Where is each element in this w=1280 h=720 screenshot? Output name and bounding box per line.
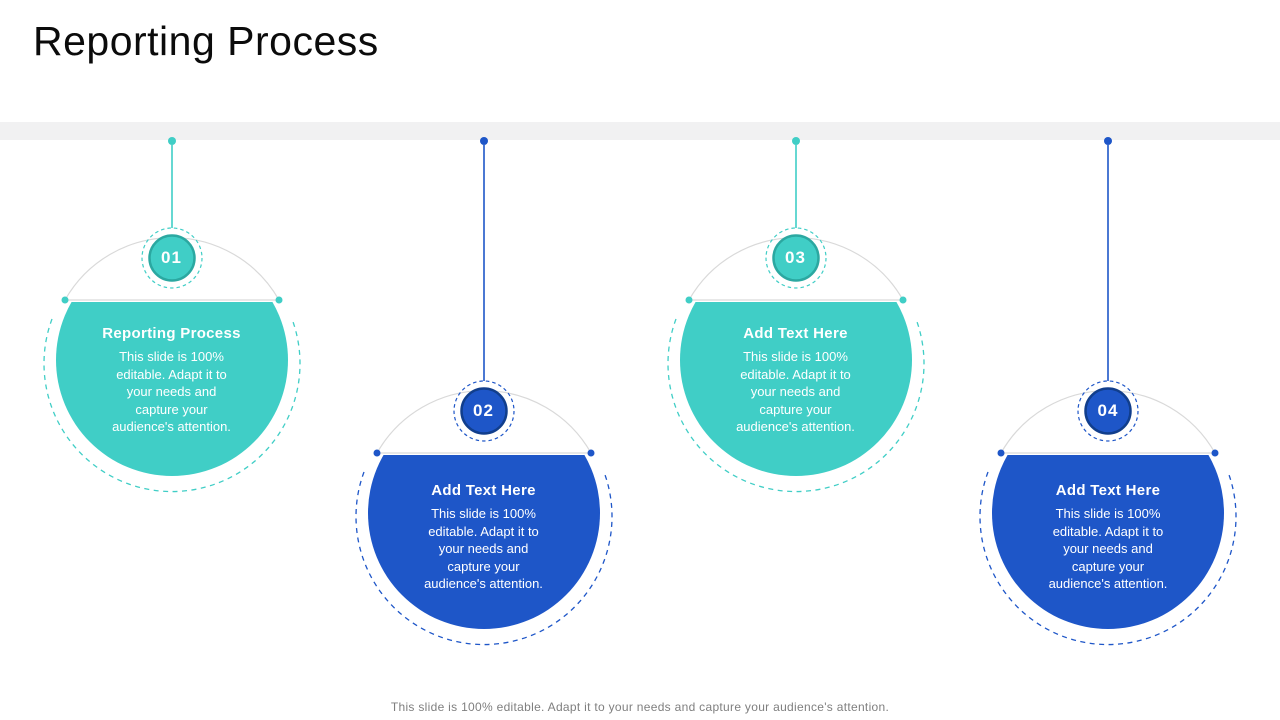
step-text-block: Add Text Here This slide is 100% editabl… — [701, 324, 891, 436]
main-circle-fill — [679, 302, 912, 476]
corner-dot-left — [685, 296, 692, 304]
badge-dashed-ring — [764, 227, 827, 289]
main-circle-fill — [367, 455, 600, 629]
step-body: This slide is 100% editable. Adapt it to… — [736, 349, 855, 434]
step-body: This slide is 100% editable. Adapt it to… — [424, 506, 543, 591]
hanger-dot-icon — [167, 137, 176, 145]
badge-dashed-ring — [1077, 380, 1139, 442]
page-title: Reporting Process — [33, 18, 379, 64]
corner-dot-right — [275, 296, 282, 304]
step-ornament-graphic — [666, 137, 925, 493]
corner-dot-right — [587, 449, 594, 457]
step-number-badge — [1084, 387, 1132, 435]
header-divider-band — [0, 122, 1280, 140]
step-title: Add Text Here — [1055, 482, 1161, 499]
step-number: 01 — [161, 248, 182, 267]
step-number: 03 — [785, 248, 806, 267]
step-ornament-graphic — [979, 137, 1237, 646]
step-text-block: Add Text Here This slide is 100% editabl… — [389, 481, 579, 593]
step-title: Reporting Process — [102, 325, 241, 342]
hanger-dot-icon — [1104, 137, 1112, 145]
step-number-badge — [459, 387, 508, 435]
step-text-block: Reporting Process This slide is 100% edi… — [77, 324, 267, 436]
step-number-badge — [147, 234, 196, 282]
step-number: 02 — [473, 401, 494, 420]
step-body: This slide is 100% editable. Adapt it to… — [112, 349, 231, 434]
hanger-dot-icon — [791, 137, 800, 145]
step-ornament-graphic — [42, 137, 301, 493]
process-step-4: 04 Add Text Here This slide is 100% edit… — [978, 0, 1238, 720]
slide-footer-caption: This slide is 100% editable. Adapt it to… — [390, 700, 890, 714]
corner-dot-right — [899, 296, 906, 304]
badge-dashed-ring — [452, 380, 515, 442]
main-circle-fill — [55, 302, 288, 476]
step-number-badge — [771, 234, 820, 282]
badge-dashed-ring — [140, 227, 203, 289]
corner-dot-left — [373, 449, 380, 457]
step-number: 04 — [1097, 401, 1119, 420]
process-step-2: 02 Add Text Here This slide is 100% edit… — [354, 0, 614, 720]
process-step-1: 01 Reporting Process This slide is 100% … — [42, 0, 302, 720]
step-text-block: Add Text Here This slide is 100% editabl… — [1013, 481, 1203, 593]
corner-dot-left — [61, 296, 68, 304]
corner-dot-right — [1211, 449, 1219, 457]
step-title: Add Text Here — [743, 325, 848, 342]
step-title: Add Text Here — [431, 482, 536, 499]
step-ornament-graphic — [354, 137, 613, 646]
hanger-dot-icon — [479, 137, 488, 145]
process-step-3: 03 Add Text Here This slide is 100% edit… — [666, 0, 926, 720]
step-body: This slide is 100% editable. Adapt it to… — [1048, 506, 1168, 591]
corner-dot-left — [997, 449, 1005, 457]
main-circle-fill — [992, 455, 1224, 629]
